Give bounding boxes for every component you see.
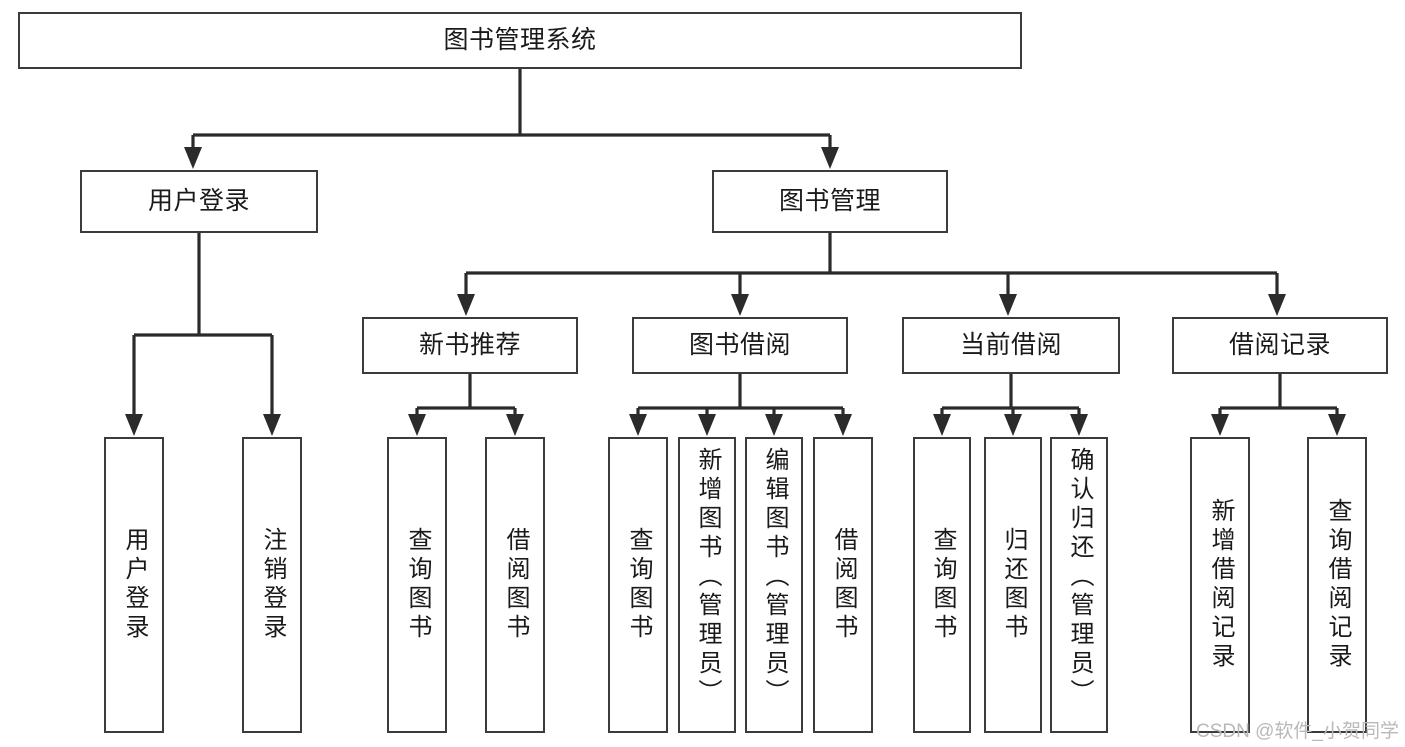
node-label: 注销登录 bbox=[259, 527, 286, 643]
arrow-head-icon bbox=[999, 294, 1017, 316]
node-label: 借阅记录 bbox=[1228, 331, 1331, 360]
arrow-head-icon bbox=[1268, 294, 1286, 316]
arrow-head-icon bbox=[1004, 414, 1022, 436]
arrow-head-icon bbox=[765, 414, 783, 436]
node-root[interactable]: 图书管理系统 bbox=[18, 12, 1022, 69]
node-label: 归还图书 bbox=[1000, 527, 1027, 643]
node-label: 用户登录 bbox=[121, 527, 148, 643]
arrow-head-icon bbox=[506, 414, 524, 436]
node-label: 查询图书 bbox=[929, 527, 956, 643]
arrow-head-icon bbox=[1070, 414, 1088, 436]
arrow-head-icon bbox=[834, 414, 852, 436]
arrow-head-icon bbox=[821, 147, 839, 169]
node-label: 用户登录 bbox=[147, 187, 250, 216]
leaf-node-leaf-add-record[interactable]: 新增借阅记录 bbox=[1190, 437, 1250, 733]
leaf-node-leaf-logout[interactable]: 注销登录 bbox=[242, 437, 302, 733]
leaf-node-leaf-borrow-book-rec[interactable]: 借阅图书 bbox=[485, 437, 545, 733]
node-label: 确认归还（管理员） bbox=[1066, 447, 1093, 708]
node-book-borrow[interactable]: 图书借阅 bbox=[632, 317, 848, 374]
node-label: 新增借阅记录 bbox=[1207, 498, 1234, 672]
leaf-node-leaf-query-record[interactable]: 查询借阅记录 bbox=[1307, 437, 1367, 733]
node-borrow-record[interactable]: 借阅记录 bbox=[1172, 317, 1388, 374]
node-label: 图书借阅 bbox=[688, 331, 791, 360]
arrow-head-icon bbox=[457, 294, 475, 316]
node-label: 查询图书 bbox=[625, 527, 652, 643]
node-label: 当前借阅 bbox=[959, 331, 1062, 360]
arrow-head-icon bbox=[1328, 414, 1346, 436]
arrow-head-icon bbox=[408, 414, 426, 436]
node-label: 新增图书（管理员） bbox=[694, 447, 721, 708]
arrow-head-icon bbox=[933, 414, 951, 436]
leaf-node-leaf-return-book[interactable]: 归还图书 bbox=[984, 437, 1042, 733]
node-label: 新书推荐 bbox=[418, 331, 521, 360]
node-label: 借阅图书 bbox=[830, 527, 857, 643]
leaf-node-leaf-confirm-return[interactable]: 确认归还（管理员） bbox=[1050, 437, 1108, 733]
arrow-head-icon bbox=[184, 147, 202, 169]
leaf-node-leaf-edit-book[interactable]: 编辑图书（管理员） bbox=[745, 437, 803, 733]
node-user-login[interactable]: 用户登录 bbox=[80, 170, 318, 233]
node-label: 查询图书 bbox=[404, 527, 431, 643]
node-label: 图书管理系统 bbox=[443, 26, 597, 55]
leaf-node-leaf-query-book-cb[interactable]: 查询图书 bbox=[913, 437, 971, 733]
node-label: 编辑图书（管理员） bbox=[761, 447, 788, 708]
arrow-head-icon bbox=[263, 414, 281, 436]
arrow-head-icon bbox=[1211, 414, 1229, 436]
leaf-node-leaf-user-login[interactable]: 用户登录 bbox=[104, 437, 164, 733]
node-current-borrow[interactable]: 当前借阅 bbox=[902, 317, 1120, 374]
leaf-node-leaf-query-book-bb[interactable]: 查询图书 bbox=[608, 437, 668, 733]
node-label: 借阅图书 bbox=[502, 527, 529, 643]
node-new-book-rec[interactable]: 新书推荐 bbox=[362, 317, 578, 374]
leaf-node-leaf-borrow-book-bb[interactable]: 借阅图书 bbox=[813, 437, 873, 733]
leaf-node-leaf-query-book-rec[interactable]: 查询图书 bbox=[387, 437, 447, 733]
arrow-head-icon bbox=[125, 414, 143, 436]
node-label: 查询借阅记录 bbox=[1324, 498, 1351, 672]
leaf-node-leaf-add-book[interactable]: 新增图书（管理员） bbox=[678, 437, 736, 733]
node-label: 图书管理 bbox=[778, 187, 881, 216]
node-book-manage[interactable]: 图书管理 bbox=[712, 170, 948, 233]
arrow-head-icon bbox=[698, 414, 716, 436]
arrow-head-icon bbox=[629, 414, 647, 436]
arrow-head-icon bbox=[731, 294, 749, 316]
